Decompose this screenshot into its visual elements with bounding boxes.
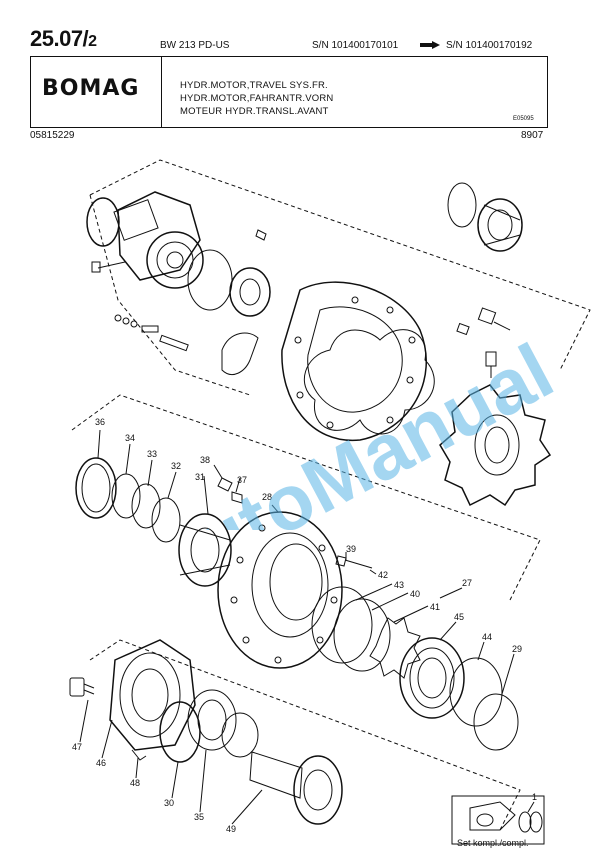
callout-44: 44	[482, 632, 492, 642]
shaft-49	[249, 751, 343, 825]
callout-43: 43	[394, 580, 404, 590]
callout-35: 35	[194, 812, 204, 822]
serial-to: S/N 101400170192	[446, 40, 533, 51]
title-french: MOTEUR HYDR.TRANSL.AVANT	[180, 106, 329, 117]
drive-housing	[281, 281, 427, 442]
set-complete-label: Set kompl./compl.	[457, 838, 529, 848]
callout-49: 49	[226, 824, 236, 834]
callout-41: 41	[430, 602, 440, 612]
bearing-35	[187, 689, 237, 751]
star-gear	[439, 384, 552, 507]
nut-37	[231, 491, 243, 504]
callout-27: 27	[462, 578, 472, 588]
motor-housing	[86, 191, 204, 289]
callout-33: 33	[147, 449, 157, 459]
callout-34: 34	[125, 433, 135, 443]
ring-43	[311, 586, 373, 664]
lock-washer-41	[369, 617, 421, 679]
snap-ring-top	[447, 182, 477, 228]
ring-40	[333, 598, 391, 672]
callout-45: 45	[454, 612, 464, 622]
callout-47: 47	[72, 742, 82, 752]
lower-assembly-frame	[89, 639, 521, 831]
bearing-31	[178, 513, 232, 587]
logo-cell	[30, 56, 162, 128]
bleed-screw	[477, 307, 511, 331]
callout-42: 42	[378, 570, 388, 580]
seal-36	[75, 457, 117, 519]
callout-36: 36	[95, 417, 105, 427]
lobed-gasket	[303, 329, 435, 435]
title-german: HYDR.MOTOR,FAHRANTR.VORN	[180, 93, 334, 104]
callout-28: 28	[262, 492, 272, 502]
wheel-hub-28	[217, 511, 343, 669]
callout-1: 1	[532, 792, 537, 802]
screw-48	[131, 749, 147, 761]
callout-31: 31	[195, 472, 205, 482]
bolt-39	[335, 555, 373, 569]
upper-assembly-frame	[89, 159, 591, 371]
ring-33	[131, 483, 161, 529]
carrier-46	[109, 639, 196, 751]
callout-40: 40	[410, 589, 420, 599]
ring-44	[449, 657, 503, 727]
page-number: 25.07/2	[30, 26, 97, 51]
callout-37: 37	[237, 475, 247, 485]
document-number: 05815229	[30, 130, 75, 141]
bearing-30	[159, 701, 201, 763]
callout-29: 29	[512, 644, 522, 654]
seal-45	[399, 637, 465, 719]
screw-38	[217, 477, 233, 492]
seal-kit	[451, 795, 545, 845]
bomag-logo: BOMAG	[42, 76, 140, 101]
arrow-right-icon	[420, 41, 440, 49]
callout-38: 38	[200, 455, 210, 465]
callout-32: 32	[171, 461, 181, 471]
ring-34	[111, 473, 141, 519]
callout-30: 30	[164, 798, 174, 808]
plug-47	[69, 677, 95, 697]
bearing-cap	[477, 198, 523, 252]
title-english: HYDR.MOTOR,TRAVEL SYS.FR.	[180, 80, 328, 91]
breather	[485, 351, 497, 378]
model-label: BW 213 PD-US	[160, 40, 230, 51]
small-parts-top	[114, 314, 189, 352]
ring-32	[151, 497, 181, 543]
bearing-top	[229, 267, 271, 317]
ring-29	[473, 693, 519, 751]
callout-39: 39	[346, 544, 356, 554]
drawing-code: E05095	[513, 116, 534, 122]
callout-48: 48	[130, 778, 140, 788]
exploded-parts-diagram: 36 34 33 32 38 31 37 28 39 42 43 40 41 4…	[69, 159, 591, 845]
serial-from: S/N 101400170101	[312, 40, 399, 51]
document-date: 8907	[521, 130, 544, 141]
middle-assembly-frame	[71, 394, 541, 601]
title-block	[30, 56, 548, 128]
plug-small	[456, 322, 470, 336]
callout-46: 46	[96, 758, 106, 768]
brake-segment	[221, 332, 259, 375]
